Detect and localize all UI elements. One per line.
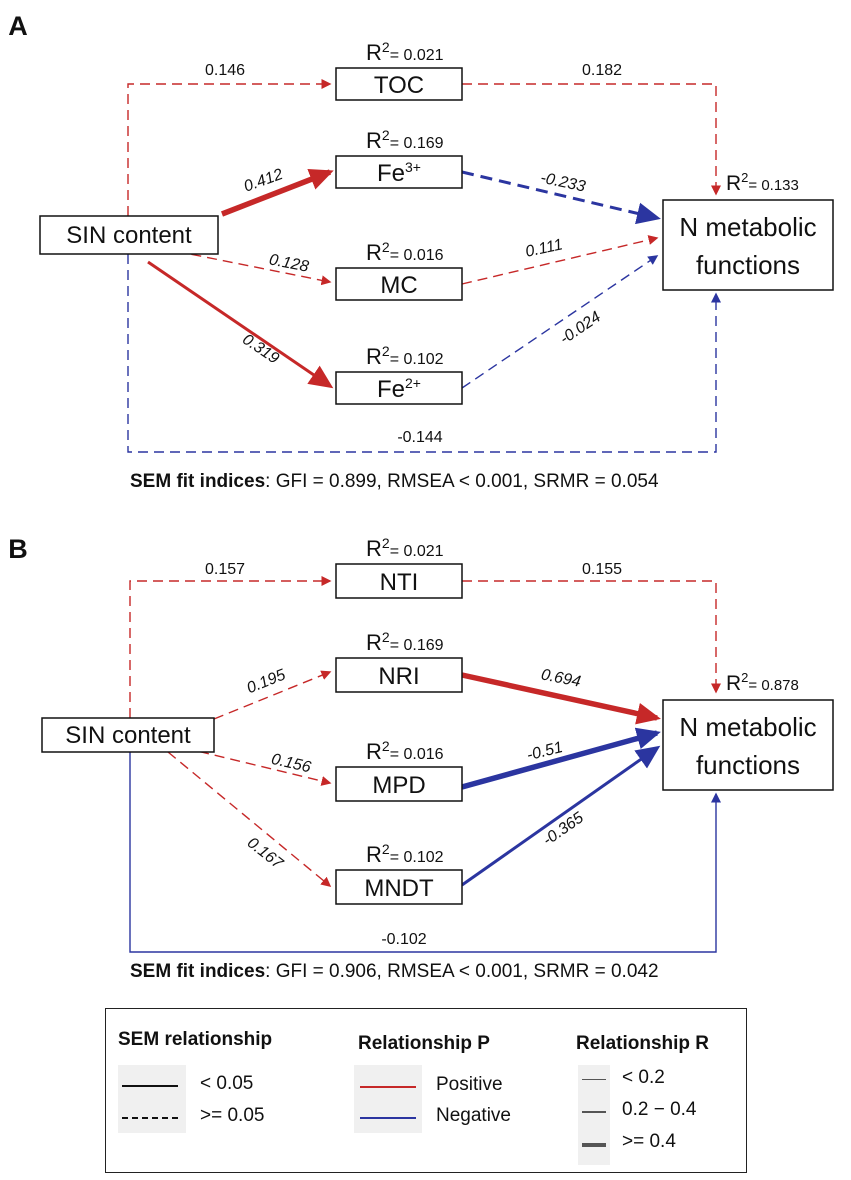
- panel-b-mediator-box-2: [335, 657, 463, 693]
- legend-line-significant: [122, 1085, 178, 1087]
- panel-a-mediator-label-2: Fe3+: [377, 159, 421, 187]
- legend-sem-title: SEM relationship: [118, 1029, 273, 1050]
- panel-b-mediator-label-1: NTI: [380, 569, 419, 596]
- panel-b-coef-source-to-mediator-4: 0.167: [244, 834, 287, 873]
- panel-b-coef-mediator-2-to-target: 0.694: [540, 666, 583, 690]
- panel-b-path-nti-to-target: [462, 580, 721, 694]
- panel-b-path-source-to-mpd: [167, 743, 332, 786]
- legend-p-title: Relationship P: [358, 1033, 490, 1054]
- panel-a-letter: A: [8, 11, 28, 41]
- panel-a-path-mc-to-target: [461, 235, 659, 285]
- panel-a-target-box: [662, 199, 834, 291]
- panel-b-coef-top-right: 0.155: [582, 561, 622, 578]
- panel-b-fit-indices: SEM fit indices: GFI = 0.906, RMSEA < 0.…: [130, 961, 659, 982]
- panel-a-target-label-line2: functions: [696, 250, 800, 280]
- panel-a-source-box: [39, 215, 219, 255]
- panel-a-mediator-box-4: [335, 371, 463, 405]
- panel-a-coef-source-to-mediator-3: 0.128: [268, 251, 311, 275]
- panel-a-mediator-label-1: TOC: [374, 72, 424, 99]
- panel-a-source-label: SIN content: [66, 222, 192, 249]
- panel-a-mediator-r2-4: R2= 0.102: [366, 343, 444, 369]
- panel-b-path-mpd-to-target: [461, 727, 661, 790]
- panel-b-path-nri-to-target: [461, 672, 661, 725]
- panel-a-path-toc-to-target: [462, 83, 721, 196]
- legend-line-positive: [360, 1086, 416, 1088]
- panel-a-fit-indices: SEM fit indices: GFI = 0.899, RMSEA < 0.…: [130, 471, 659, 492]
- panel-a-path-sin-content-to-toc: [127, 79, 332, 216]
- panel-a-path-source-to-fe3: [221, 168, 334, 217]
- panel-a-mediator-r2-1: R2= 0.021: [366, 39, 444, 65]
- panel-b-source-box: [41, 717, 215, 753]
- legend: SEM relationship < 0.05 >= 0.05 Relation…: [105, 1008, 747, 1173]
- legend-p-item-positive: Positive: [436, 1074, 503, 1095]
- panel-b-coef-top-left: 0.157: [205, 561, 245, 578]
- panel-a-mediator-box-3: [335, 267, 463, 301]
- panel-b-mediator-r2-3: R2= 0.016: [366, 738, 444, 764]
- panel-b-mediator-box-3: [335, 766, 463, 802]
- legend-line-nonsignificant: [122, 1117, 178, 1119]
- panel-a-coef-mediator-4-to-target: -0.024: [557, 308, 604, 348]
- legend-line-r-small: [582, 1079, 606, 1080]
- panel-a-path-fe3-to-target: [461, 170, 661, 225]
- legend-r-title: Relationship R: [576, 1033, 710, 1054]
- panel-b-mediator-box-4: [335, 869, 463, 905]
- panel-b-path-source-to-mndt: [167, 751, 332, 887]
- panel-b-path-sin-content-to-nti: [129, 576, 332, 718]
- legend-p-swatch-bg: [354, 1065, 422, 1133]
- legend-r-swatch-bg: [578, 1065, 610, 1165]
- panel-a-coef-top-right: 0.182: [582, 62, 622, 79]
- panel-b-target-r2: R2= 0.878: [726, 670, 799, 695]
- legend-sem-item-nonsignificant: >= 0.05: [200, 1105, 265, 1126]
- panel-b-mediator-box-1: [335, 563, 463, 599]
- legend-r-item-small: < 0.2: [622, 1067, 665, 1088]
- panel-a-mediator-r2-3: R2= 0.016: [366, 239, 444, 265]
- legend-r-item-medium: 0.2 − 0.4: [622, 1099, 697, 1120]
- legend-line-negative: [360, 1117, 416, 1119]
- panel-b-target-box: [662, 699, 834, 791]
- legend-p-item-negative: Negative: [436, 1105, 511, 1126]
- panel-b-target-label-line1: N metabolic: [679, 712, 816, 742]
- legend-line-r-large: [582, 1143, 606, 1147]
- panel-b-letter: B: [8, 534, 28, 564]
- panel-a-mediator-r2-2: R2= 0.169: [366, 127, 444, 153]
- panel-a-coef-source-to-mediator-4: 0.319: [239, 331, 282, 368]
- legend-line-r-medium: [582, 1111, 606, 1113]
- panel-b-coef-direct: -0.102: [381, 931, 426, 948]
- panel-b-mediator-r2-2: R2= 0.169: [366, 629, 444, 655]
- panel-a-mediator-label-4: Fe2+: [377, 375, 421, 403]
- panel-b-mediator-label-3: MPD: [372, 772, 425, 799]
- panel-b-target-label-line2: functions: [696, 750, 800, 780]
- panel-b-path-mndt-to-target: [461, 745, 661, 887]
- panel-b-path-source-to-nri: [213, 670, 332, 720]
- panel-b-mediator-r2-4: R2= 0.102: [366, 841, 444, 867]
- panel-b-mediator-label-4: MNDT: [364, 875, 434, 902]
- panel-a-mediator-box-2: [335, 155, 463, 189]
- panel-a-path-fe2-to-target: [461, 255, 659, 389]
- panel-b-mediator-label-2: NRI: [378, 663, 419, 690]
- legend-sem-swatch-bg: [118, 1065, 186, 1133]
- panel-a-target-label-line1: N metabolic: [679, 212, 816, 242]
- panel-a-path-source-to-target-direct: [127, 254, 721, 453]
- panel-a-coef-direct: -0.144: [397, 429, 442, 446]
- panel-a-coef-mediator-3-to-target: 0.111: [524, 236, 564, 260]
- panel-a-path-source-to-fe2: [147, 260, 334, 389]
- panel-a-mediator-label-3: MC: [380, 272, 417, 299]
- legend-sem-item-significant: < 0.05: [200, 1073, 254, 1094]
- panel-a-coef-top-left: 0.146: [205, 62, 245, 79]
- legend-r-item-large: >= 0.4: [622, 1131, 676, 1152]
- panel-b-coef-source-to-mediator-2: 0.195: [245, 666, 289, 697]
- panel-b-source-label: SIN content: [65, 722, 191, 749]
- panel-b-path-source-to-target-direct: [129, 752, 721, 953]
- panel-b-coef-source-to-mediator-3: 0.156: [270, 751, 313, 777]
- panel-a-path-source-to-mc: [159, 247, 332, 286]
- panel-a-mediator-box-1: [335, 67, 463, 101]
- panel-b-mediator-r2-1: R2= 0.021: [366, 535, 444, 561]
- panel-a-target-r2: R2= 0.133: [726, 170, 799, 195]
